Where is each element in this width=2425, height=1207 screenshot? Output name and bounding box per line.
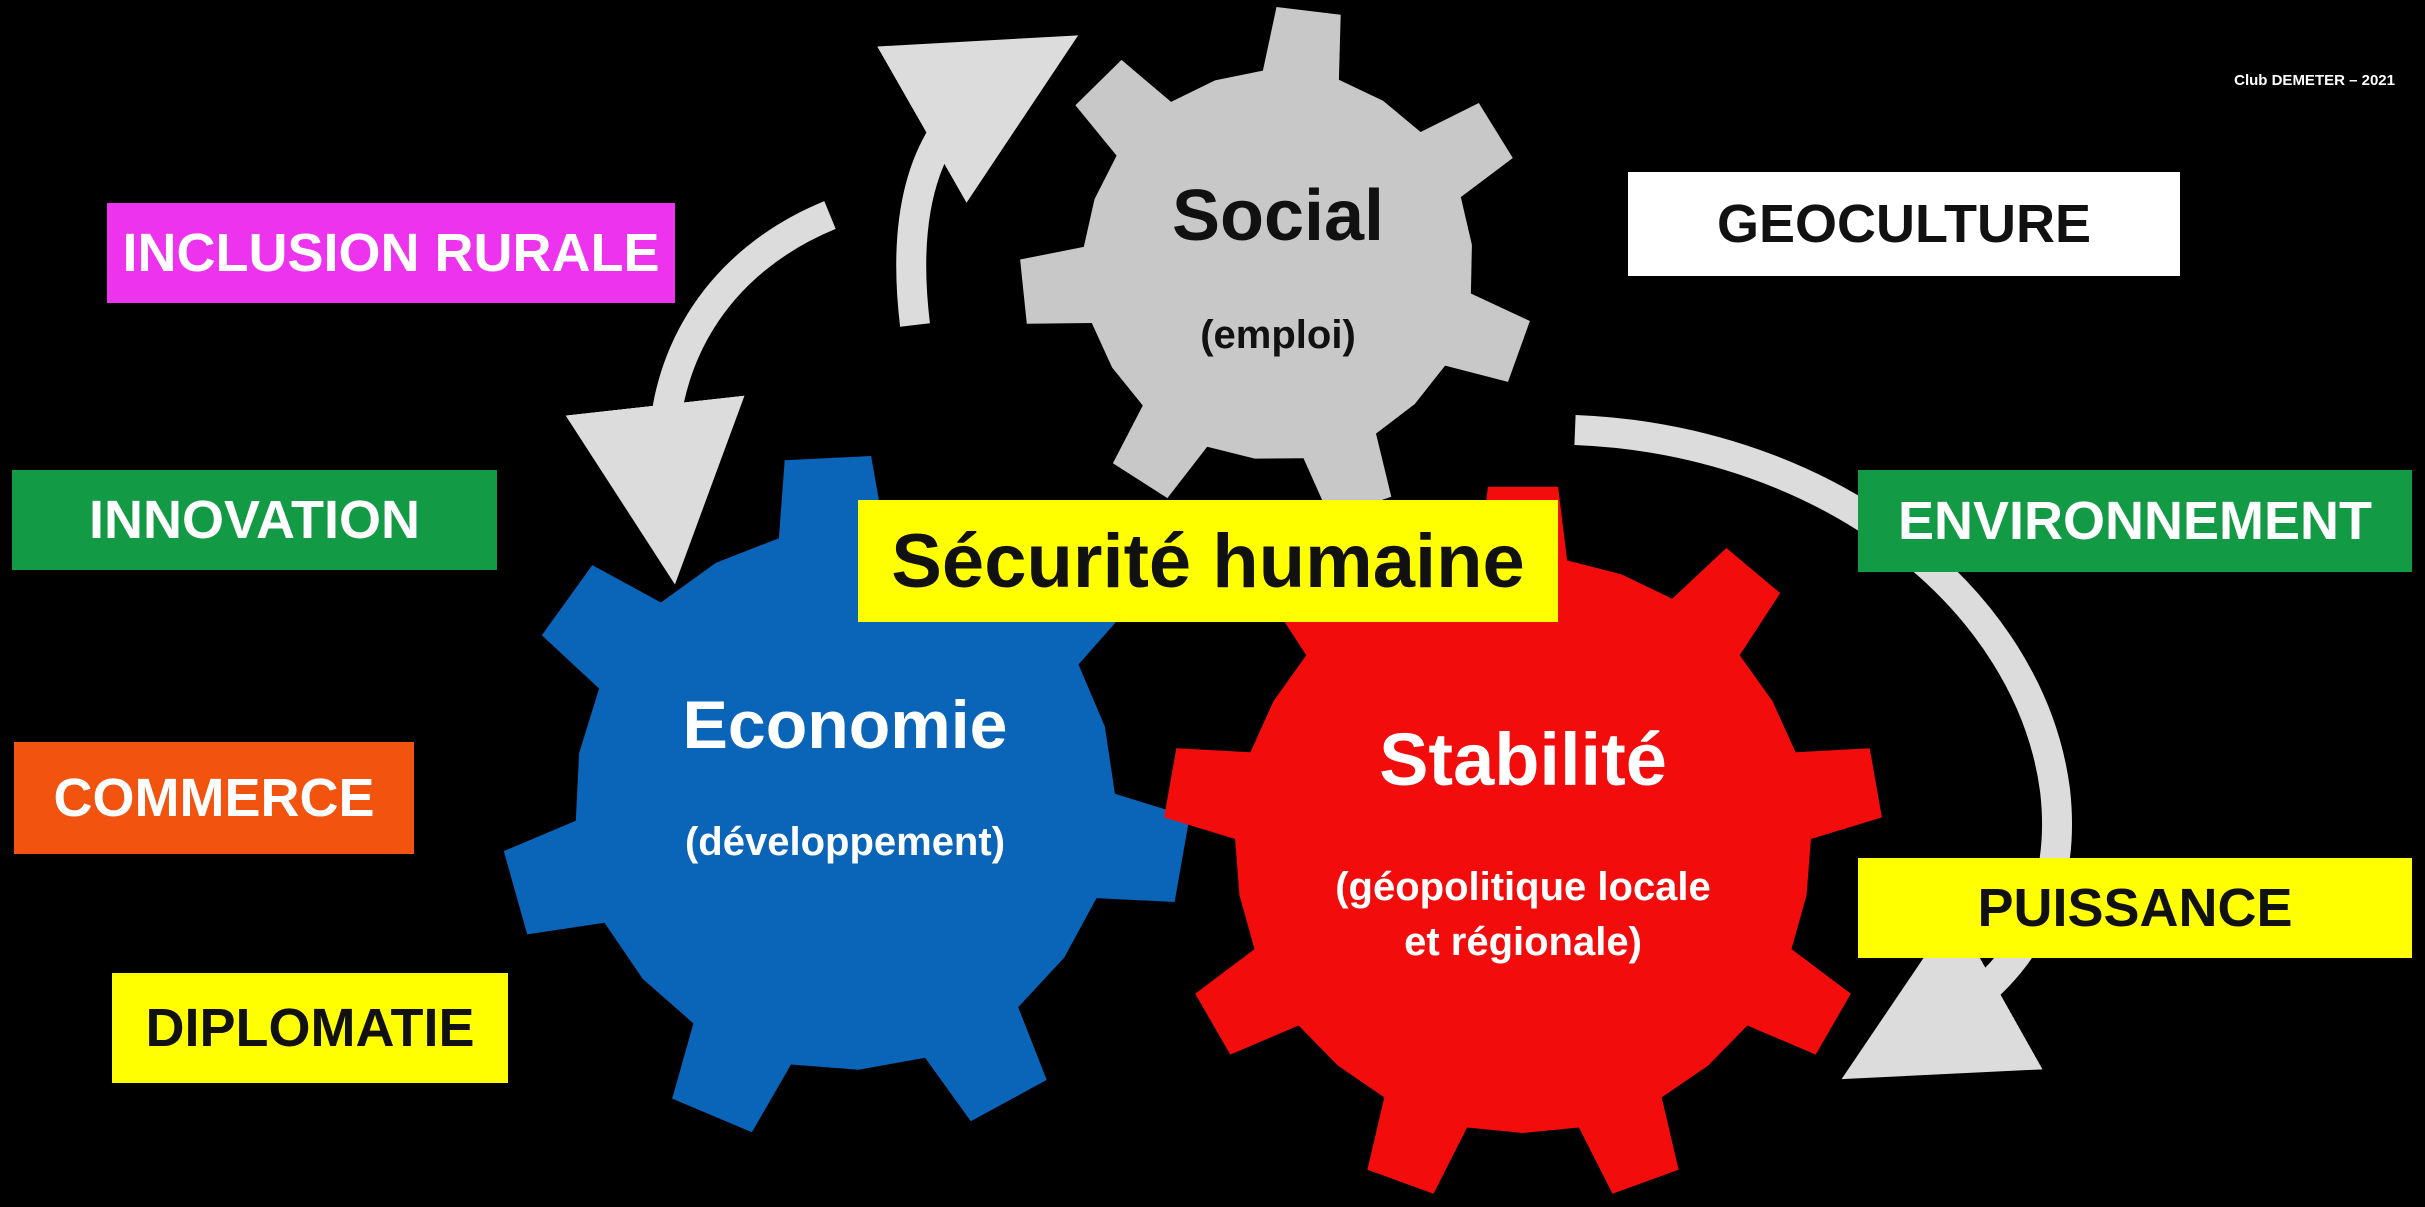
economie-subtitle: (développement) <box>685 820 1005 864</box>
label-commerce: COMMERCE <box>14 742 414 854</box>
economie-gear <box>503 456 1190 1133</box>
label-diplomatie: DIPLOMATIE <box>112 973 508 1083</box>
stabilite-title: Stabilité <box>1379 718 1667 801</box>
stabilite-subtitle-line2: et régionale) <box>1404 920 1642 964</box>
social-title: Social <box>1172 176 1384 256</box>
label-innovation: INNOVATION <box>12 470 497 570</box>
label-inclusion-rurale: INCLUSION RURALE <box>107 203 675 303</box>
arrow-social-to-stabilite <box>1574 415 2072 1080</box>
arrow-economie-to-social <box>877 35 1079 327</box>
social-gear <box>1020 7 1530 518</box>
social-subtitle: (emploi) <box>1200 313 1356 357</box>
label-environnement: ENVIRONNEMENT <box>1858 470 2412 572</box>
label-geoculture: GEOCULTURE <box>1628 172 2180 276</box>
credit-text: Club DEMETER – 2021 <box>2234 72 2395 89</box>
center-label-securite-humaine: Sécurité humaine <box>858 500 1558 622</box>
stabilite-subtitle-line1: (géopolitique locale <box>1335 865 1711 909</box>
stabilite-gear <box>1164 486 1882 1194</box>
label-puissance: PUISSANCE <box>1858 858 2412 958</box>
arrow-social-to-economie <box>565 201 836 585</box>
economie-title: Economie <box>683 687 1008 763</box>
